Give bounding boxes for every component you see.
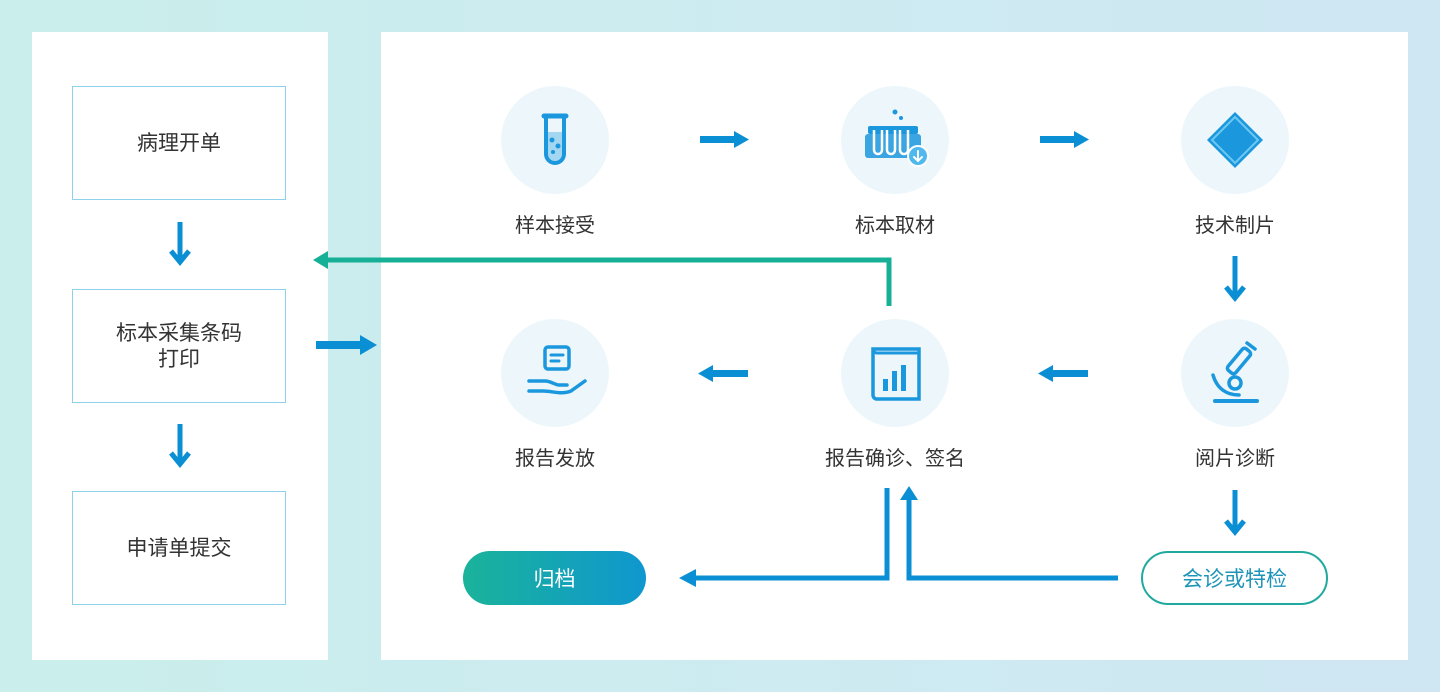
arrow-right-2 <box>1074 131 1089 148</box>
report-chart-icon <box>871 347 921 401</box>
consult-label: 会诊或特检 <box>1182 567 1287 591</box>
step-requisition-submit: 申请单提交 <box>72 491 286 605</box>
archive-label: 归档 <box>533 567 576 591</box>
top-row-arrows <box>700 131 1089 148</box>
node-label-slide-reading: 阅片诊断 <box>1195 446 1275 470</box>
node-label-slide-preparation: 技术制片 <box>1195 213 1275 237</box>
arrow-down-3 <box>1224 256 1246 302</box>
return-connector <box>313 251 892 306</box>
step-label-line: 打印 <box>158 347 200 371</box>
node-label-specimen-grossing: 标本取材 <box>855 213 935 237</box>
step-barcode-print: 标本采集条码 打印 <box>72 289 286 403</box>
right-column-arrows <box>1224 256 1246 536</box>
arrow-left-1 <box>1038 365 1053 382</box>
glass-slide-icon <box>1207 112 1263 168</box>
arrow-down-1 <box>169 222 191 266</box>
archive-button[interactable]: 归档 <box>463 551 646 605</box>
node-label-sample-receive: 样本接受 <box>515 213 595 237</box>
consult-return-connector <box>900 486 1118 581</box>
node-report-confirm <box>841 319 949 427</box>
arrow-down-4 <box>1224 490 1246 536</box>
step-label-line: 病理开单 <box>137 131 221 155</box>
test-tube-icon <box>541 113 569 165</box>
step-pathology-order: 病理开单 <box>72 86 286 200</box>
left-down-arrows <box>169 222 191 468</box>
handoff-arrow <box>316 335 377 355</box>
node-slide-preparation <box>1181 86 1289 194</box>
microscope-icon <box>1211 341 1259 403</box>
specimen-rack-icon <box>865 109 929 167</box>
step-label-line: 申请单提交 <box>126 536 232 560</box>
node-slide-reading <box>1181 319 1289 427</box>
hand-document-icon <box>527 345 587 395</box>
arrow-down-2 <box>169 424 191 468</box>
node-report-release <box>501 319 609 427</box>
node-sample-receive <box>501 86 609 194</box>
middle-row-arrows <box>698 365 1088 382</box>
step-label-line: 标本采集条码 <box>116 321 242 345</box>
arrow-right-1 <box>734 131 749 148</box>
node-specimen-grossing <box>841 86 949 194</box>
node-label-report-release: 报告发放 <box>515 446 595 470</box>
archive-connector <box>679 488 890 587</box>
node-label-report-confirm: 报告确诊、签名 <box>825 446 965 470</box>
consult-button[interactable]: 会诊或特检 <box>1141 551 1328 605</box>
arrow-left-2 <box>698 365 713 382</box>
